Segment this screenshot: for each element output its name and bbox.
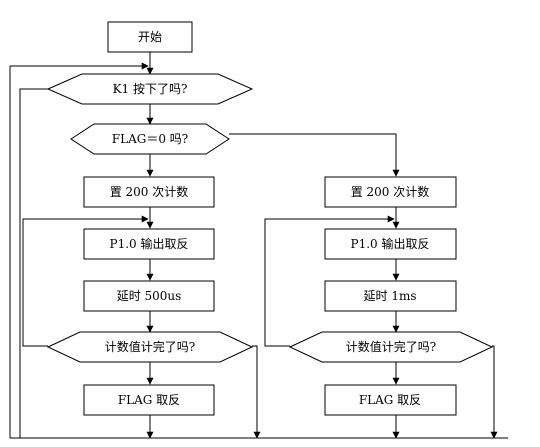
delay-1ms-box [324,280,457,312]
set-200-right-label: 置 200 次计数 [351,184,430,199]
edge-left-loop [22,215,149,347]
flag-decision [70,123,230,155]
flag-invert-right-box [324,384,457,416]
delay-500us-label: 延时 500us [117,289,182,303]
count-done-right-decision [288,331,494,363]
count-done-left-decision [46,331,254,363]
count-done-right-label: 计数值计完了吗? [346,339,436,354]
invert-p10-left-label: P1.0 输出取反 [110,236,189,251]
delay-500us-box [83,280,215,312]
start-label: 开始 [138,30,162,44]
flag-invert-left-label: FLAG 取反 [118,393,180,407]
connectors [9,52,508,439]
set-200-left-label: 置 200 次计数 [110,184,189,199]
k1-decision [46,73,254,105]
flag-label: FLAG＝0 吗? [112,132,188,146]
invert-p10-right-box [324,228,457,260]
start-box [107,21,193,53]
k1-label: K1 按下了吗? [113,82,188,96]
edge-k1-no-loop [19,88,48,438]
invert-p10-left-box [83,228,215,260]
set-200-left-box [83,176,215,208]
count-done-left-label: 计数值计完了吗? [105,339,195,354]
edge-right-loop [264,215,395,347]
edge-flag-to-right [229,133,400,177]
edge-left-check-exit [252,345,261,439]
set-200-right-box [324,176,457,208]
invert-p10-right-label: P1.0 输出取反 [351,236,430,251]
flag-invert-right-label: FLAG 取反 [359,393,421,407]
edge-right-check-exit [490,345,498,439]
flag-invert-left-box [83,384,215,416]
delay-1ms-label: 延时 1ms [364,289,417,303]
